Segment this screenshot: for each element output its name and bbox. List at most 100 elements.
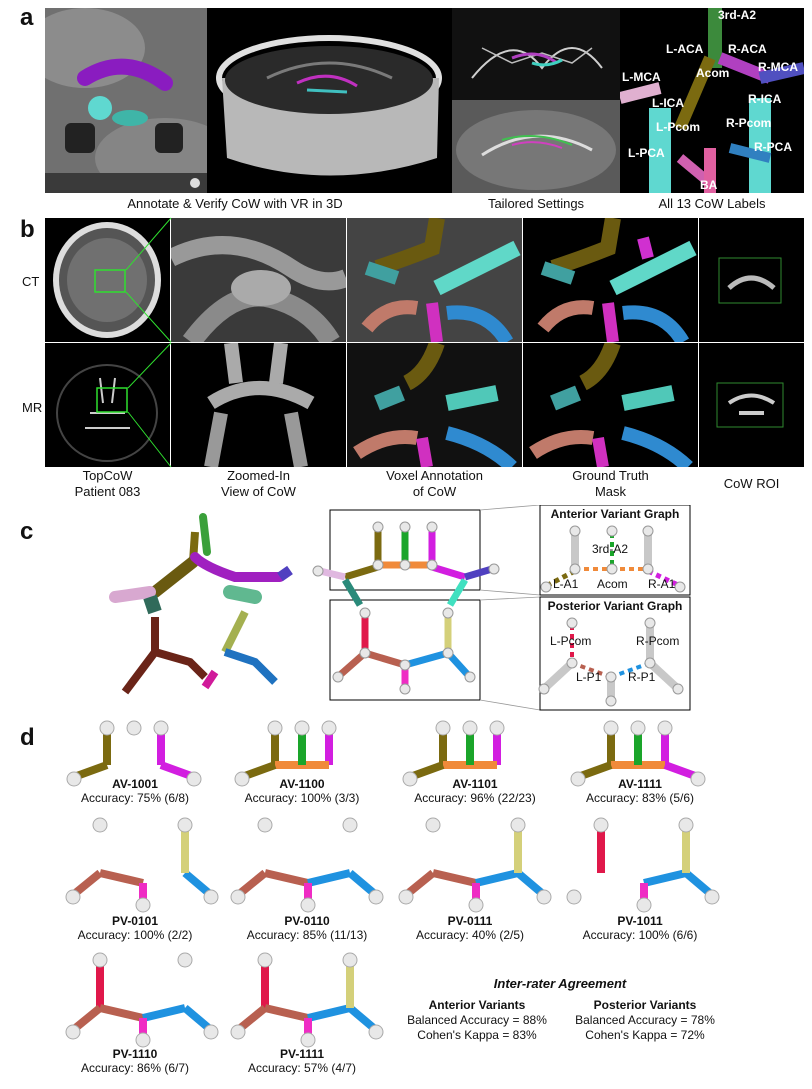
label-c-r-a1: R-A1 — [648, 577, 676, 591]
pv-edge-r-p1 — [643, 869, 687, 887]
graph-node — [593, 817, 609, 833]
posterior-agreement: Posterior Variants Balanced Accuracy = 7… — [560, 998, 730, 1043]
pv-name: PV-0111 — [447, 914, 493, 928]
label-l-ica: L-ICA — [652, 96, 684, 110]
caption-tailored-settings: Tailored Settings — [487, 196, 585, 211]
agreement-title: Inter-rater Agreement — [493, 976, 627, 991]
av-accuracy: Accuracy: 96% (22/23) — [414, 791, 536, 805]
ct-roi-image — [699, 218, 804, 342]
graph-node — [300, 1032, 316, 1048]
graph-node — [135, 897, 151, 913]
caption-ground-truth: Ground Truth Mask — [572, 468, 649, 499]
label-r-pca: R-PCA — [754, 140, 792, 154]
graph-node — [230, 1024, 246, 1040]
ct-voxel-annotation-image — [347, 218, 522, 342]
graph-node — [267, 720, 283, 736]
av-name: AV-1001 — [112, 777, 158, 791]
caption-cow-roi: CoW ROI — [723, 476, 780, 491]
label-r-ica: R-ICA — [748, 92, 782, 106]
panel-label-b: b — [20, 216, 35, 243]
ct-zoomed-image — [171, 218, 346, 342]
av-accuracy: Accuracy: 83% (5/6) — [585, 791, 695, 805]
posterior-balanced-accuracy: Balanced Accuracy = 78% — [575, 1013, 715, 1027]
graph-node — [257, 817, 273, 833]
graph-node — [66, 771, 82, 787]
pv-accuracy: Accuracy: 40% (2/5) — [415, 928, 525, 942]
graph-node — [177, 817, 193, 833]
graph-node — [690, 771, 706, 787]
caption-topcow-patient: TopCoW Patient 083 — [74, 468, 141, 499]
av-accuracy: Accuracy: 75% (6/8) — [80, 791, 190, 805]
graph-node — [368, 889, 384, 905]
graph-node — [570, 771, 586, 787]
label-c-r-p1: R-P1 — [628, 670, 656, 684]
graph-node — [234, 771, 250, 787]
label-c-l-p1: L-P1 — [576, 670, 602, 684]
label-3rd-a2: 3rd-A2 — [718, 8, 757, 22]
pv-edge-r-p1 — [307, 869, 351, 887]
row-label-mr: MR — [22, 400, 43, 415]
graph-node — [462, 720, 478, 736]
label-l-mca: L-MCA — [622, 70, 661, 84]
panel-label-a: a — [20, 4, 34, 31]
anterior-kappa: Cohen's Kappa = 83% — [417, 1028, 537, 1042]
graph-node — [510, 817, 526, 833]
pv-edge-r-p1 — [475, 869, 519, 887]
ct-patient-image — [45, 218, 170, 342]
anterior-agreement-title: Anterior Variants — [428, 998, 526, 1012]
graph-node — [402, 771, 418, 787]
pv-accuracy: Accuracy: 86% (6/7) — [80, 1061, 190, 1075]
variant-graphs — [65, 720, 720, 1048]
mr-patient-image — [45, 343, 170, 467]
graph-node — [99, 720, 115, 736]
graph-node — [257, 952, 273, 968]
cow-labels-image: 3rd-A2 L-ACA R-ACA L-MCA Acom R-MCA L-IC… — [620, 8, 804, 193]
posterior-kappa: Cohen's Kappa = 72% — [585, 1028, 705, 1042]
anterior-agreement: Anterior Variants Balanced Accuracy = 88… — [392, 998, 562, 1043]
graph-node — [177, 952, 193, 968]
pv-name: PV-1110 — [112, 1047, 158, 1061]
zoom-connector-lines — [125, 217, 172, 468]
caption-all-labels: All 13 CoW Labels — [658, 196, 766, 211]
pv-edge-l-p1 — [99, 869, 144, 887]
pv-name: PV-1011 — [617, 914, 663, 928]
label-c-l-a1: L-A1 — [553, 577, 579, 591]
caption-voxel-annotation: Voxel Annotation of CoW — [386, 468, 483, 499]
vr-closeup-image — [45, 8, 207, 193]
pv-name: PV-0101 — [111, 914, 159, 928]
panel-label-d: d — [20, 724, 35, 751]
row-label-ct: CT — [22, 274, 40, 289]
graph-node — [425, 817, 441, 833]
cow-3d-render — [109, 513, 293, 695]
graph-node — [294, 720, 310, 736]
mr-roi-image — [699, 343, 804, 467]
graph-node — [135, 1032, 151, 1048]
posterior-graph-title: Posterior Variant Graph — [547, 599, 683, 613]
graph-node — [398, 889, 414, 905]
graph-node — [92, 817, 108, 833]
graph-node — [435, 720, 451, 736]
av-name: AV-1101 — [452, 777, 498, 791]
pv-accuracy: Accuracy: 100% (2/2) — [77, 928, 193, 942]
label-r-mca: R-MCA — [758, 60, 798, 74]
mr-voxel-annotation-image — [347, 343, 522, 467]
caption-vr: Annotate & Verify CoW with VR in 3D — [127, 196, 343, 211]
mr-zoomed-image — [171, 343, 346, 467]
graph-node — [65, 1024, 81, 1040]
mr-ground-truth-image — [523, 343, 698, 467]
graph-node — [636, 897, 652, 913]
graph-node — [203, 889, 219, 905]
pv-name: PV-1111 — [279, 1047, 325, 1061]
label-r-pcom: R-Pcom — [726, 116, 772, 130]
panel-label-c: c — [20, 518, 34, 545]
graph-node — [603, 720, 619, 736]
tailored-settings-bottom-image — [452, 100, 620, 193]
pv-edge-r-p1 — [307, 1004, 351, 1022]
